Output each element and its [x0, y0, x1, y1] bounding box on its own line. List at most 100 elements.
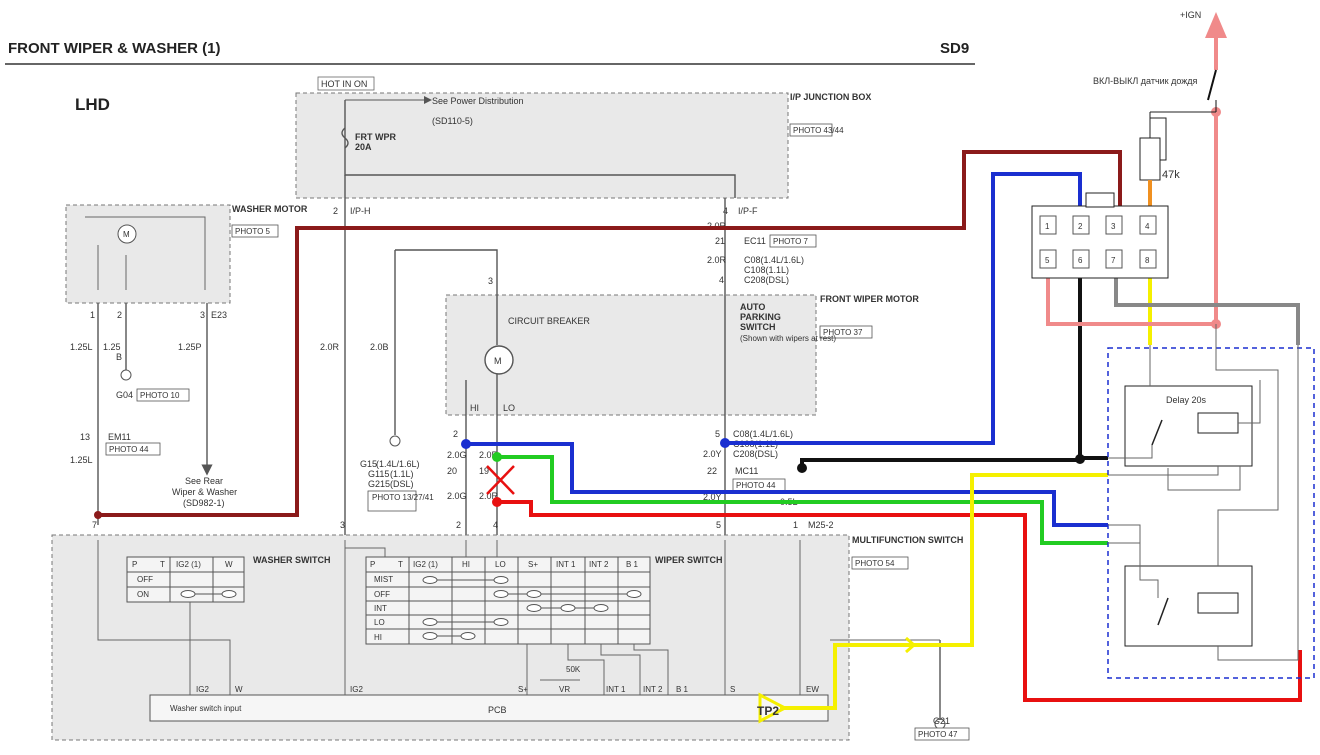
pcb-ig2-a: IG2	[196, 685, 209, 694]
wp-row-mist: MIST	[374, 575, 393, 584]
w20r-lo-2: 2.0R	[479, 491, 499, 501]
washer-pin3: 3	[200, 310, 205, 320]
pcb-w: W	[235, 685, 243, 694]
conn-pin-1: 1	[1045, 222, 1050, 231]
g215-sub: (DSL)	[390, 479, 414, 489]
mfs-internal-wiring	[97, 540, 801, 695]
em11-pin: 13	[80, 432, 90, 442]
conn-pin-8: 8	[1145, 256, 1150, 265]
hot-in-on-box	[317, 76, 375, 91]
fuse-name: FRT WPR	[355, 132, 396, 142]
wire-20r-left: 2.0R	[320, 342, 340, 352]
mfs-pin-7: 7	[92, 520, 97, 530]
wp-row-int: INT	[374, 604, 387, 613]
w20y: 2.0Y	[703, 449, 722, 459]
ws-row-off: OFF	[137, 575, 153, 584]
conn-pin-6: 6	[1078, 256, 1083, 265]
relay-2-coil	[1197, 592, 1239, 614]
pin-ipf-name: I/P-F	[738, 206, 758, 216]
wire-label-1-25l: 1.25L	[70, 342, 93, 352]
wp-row-off: OFF	[374, 590, 390, 599]
motor-hi: HI	[470, 403, 479, 413]
tp2-label: TP2	[757, 704, 779, 718]
pcb-label: PCB	[488, 705, 507, 715]
wiper-switch-title: WIPER SWITCH	[655, 555, 723, 565]
g21: G21	[933, 716, 950, 726]
see-rear: See Rear	[185, 476, 223, 486]
wp-row-hi: HI	[374, 633, 382, 642]
wp-col-hi: HI	[462, 560, 470, 569]
red-node	[492, 497, 502, 507]
mfs-pin-3: 3	[340, 520, 345, 530]
mc11: MC11	[735, 466, 758, 476]
ws-contact	[221, 590, 237, 598]
pcb-b1: B 1	[676, 685, 689, 694]
w20r-2: 2.0R	[707, 255, 727, 265]
ec11-photo: PHOTO 7	[773, 237, 809, 246]
g15: G15	[360, 459, 377, 469]
g04-photo-box	[136, 388, 190, 402]
blue-wire-top	[725, 172, 1082, 445]
motor-pin3: 3	[488, 276, 493, 286]
g04: G04	[116, 390, 133, 400]
wiper-switch-bars	[437, 579, 627, 637]
maroon-node	[94, 511, 102, 519]
pot-47k	[1139, 137, 1161, 181]
ws-contact	[180, 590, 196, 598]
ground-g15-icon	[389, 435, 401, 447]
washer-photo-box	[231, 224, 279, 238]
rain-switch	[1207, 69, 1217, 101]
mfs-photo-box	[851, 556, 909, 570]
hot-in-on-label: HOT IN ON	[321, 79, 367, 89]
c108: C108(1.1L)	[744, 265, 789, 275]
pcb-ew: EW	[806, 685, 819, 694]
g215: G215	[368, 479, 390, 489]
module-internal-wiring	[1108, 324, 1299, 661]
page-title: FRONT WIPER & WASHER (1)	[8, 40, 221, 57]
mfs-pin-4: 4	[493, 520, 498, 530]
relay-2-contact	[1157, 597, 1169, 626]
motor-m2: M	[494, 356, 502, 366]
pcb-vr-value: 50K	[566, 665, 581, 674]
wiper-motor-title: FRONT WIPER MOTOR	[820, 294, 919, 304]
washer-photo: PHOTO 5	[235, 227, 271, 236]
mfs-photo: PHOTO 54	[855, 559, 895, 568]
delay-module-box	[1107, 347, 1315, 679]
lhd-label: LHD	[75, 95, 110, 114]
wire-20b-label: 2.0B	[370, 342, 389, 352]
c08b: C08(1.4L/1.6L)	[733, 429, 793, 439]
wp-col-p: P	[370, 560, 375, 569]
wire-motor-top	[395, 249, 498, 345]
relay-1-contact	[1151, 419, 1163, 446]
blue-wire-bottom	[466, 442, 1108, 527]
c08b-pin: 5	[715, 429, 720, 439]
pink-wire	[1046, 112, 1218, 326]
washer-motor-icon	[117, 224, 137, 244]
blue-node-left	[461, 439, 471, 449]
yellow-chevrons	[905, 636, 917, 654]
wiper-switch-grid	[366, 557, 650, 644]
maroon-wire	[98, 150, 1122, 517]
wp-col-ig2: IG2 (1)	[413, 560, 438, 569]
mc11-pin: 22	[707, 466, 717, 476]
ec11: EC11	[744, 236, 766, 246]
washer-switch-input: Washer switch input	[170, 704, 242, 713]
connector-latch	[1085, 192, 1115, 208]
mc11-photo: PHOTO 44	[736, 481, 776, 490]
g115: G115	[368, 469, 389, 479]
pin-iph-name: I/P-H	[350, 206, 371, 216]
red-wire	[497, 500, 1302, 702]
black-node-right	[1075, 454, 1085, 464]
jb-photo-box	[789, 123, 833, 137]
see-rear-ref: (SD982-1)	[183, 498, 225, 508]
circuit-breaker: CIRCUIT BREAKER	[508, 316, 590, 326]
pin-20: 20	[447, 466, 457, 476]
pot-wiper	[1149, 117, 1167, 161]
wiper-photo: PHOTO 37	[823, 328, 863, 337]
conn-pin-4: 4	[1145, 222, 1150, 231]
wire-label-b: B	[116, 352, 122, 362]
wp-col-t: T	[398, 560, 403, 569]
aps-2: PARKING	[740, 312, 781, 322]
cut-mark-2	[486, 465, 515, 495]
g115-sub: (1.1L)	[390, 469, 414, 479]
